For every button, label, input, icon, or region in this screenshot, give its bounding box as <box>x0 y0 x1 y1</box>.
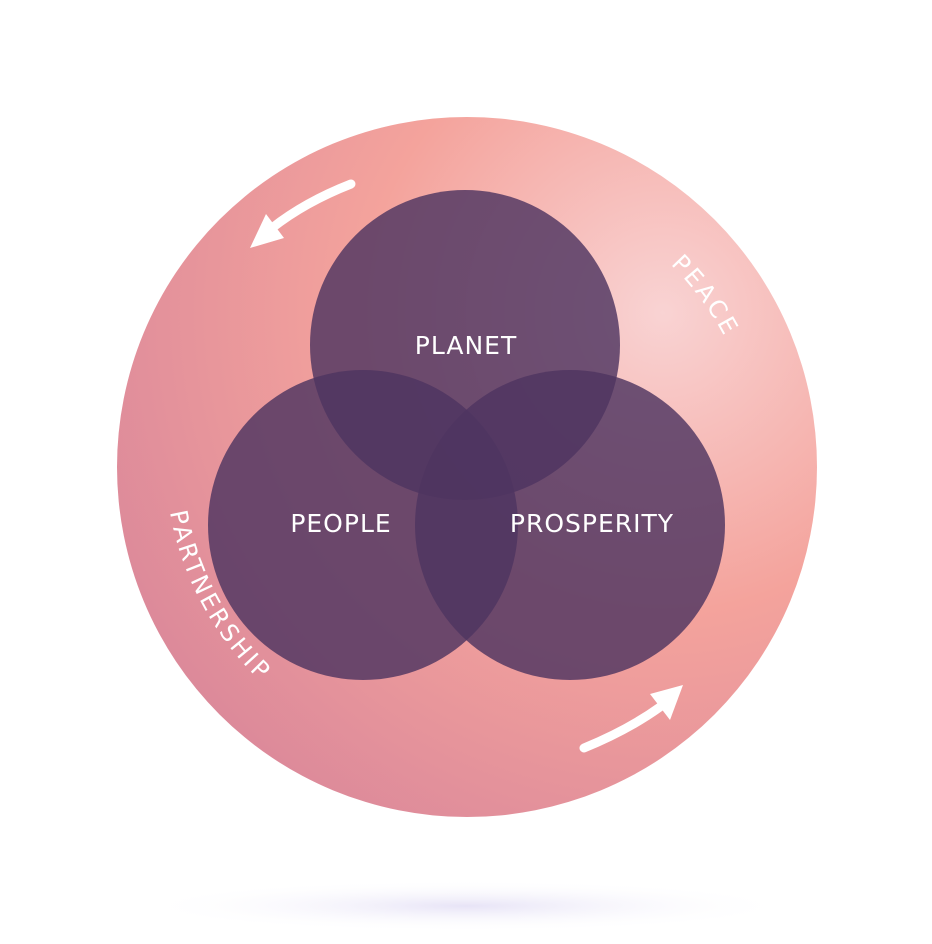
bottom-right-arrow-icon <box>579 685 683 753</box>
planet-label: PLANET <box>415 331 517 360</box>
prosperity-circle <box>415 370 725 680</box>
prosperity-label: PROSPERITY <box>510 509 674 538</box>
drop-shadow <box>136 880 796 932</box>
people-label: PEOPLE <box>290 509 391 538</box>
top-left-arrow-icon <box>250 179 356 248</box>
venn-circles <box>208 190 725 680</box>
